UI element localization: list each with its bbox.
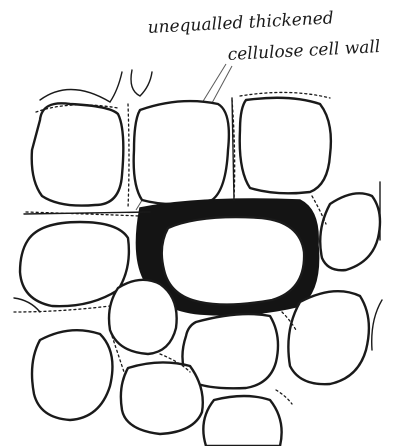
annotation-line-1: unequalled thickened — [147, 8, 334, 38]
cell-top-right — [240, 98, 331, 194]
cell-top-middle — [134, 101, 229, 204]
cell-lower-middle — [109, 280, 177, 354]
cell-middle-right — [320, 193, 380, 270]
cell-bottom-center — [121, 362, 203, 434]
cell-bottom-left — [32, 330, 112, 420]
annotation-line-2: cellulose cell wall — [227, 37, 381, 65]
cell-top-left — [32, 103, 124, 205]
top-left-partial-cell — [40, 70, 152, 102]
cell-middle-left — [20, 222, 129, 306]
cell-outlines — [20, 98, 380, 446]
cell-bottom-partial — [203, 396, 281, 446]
cell-central — [162, 217, 304, 304]
cell-far-right — [288, 291, 369, 384]
